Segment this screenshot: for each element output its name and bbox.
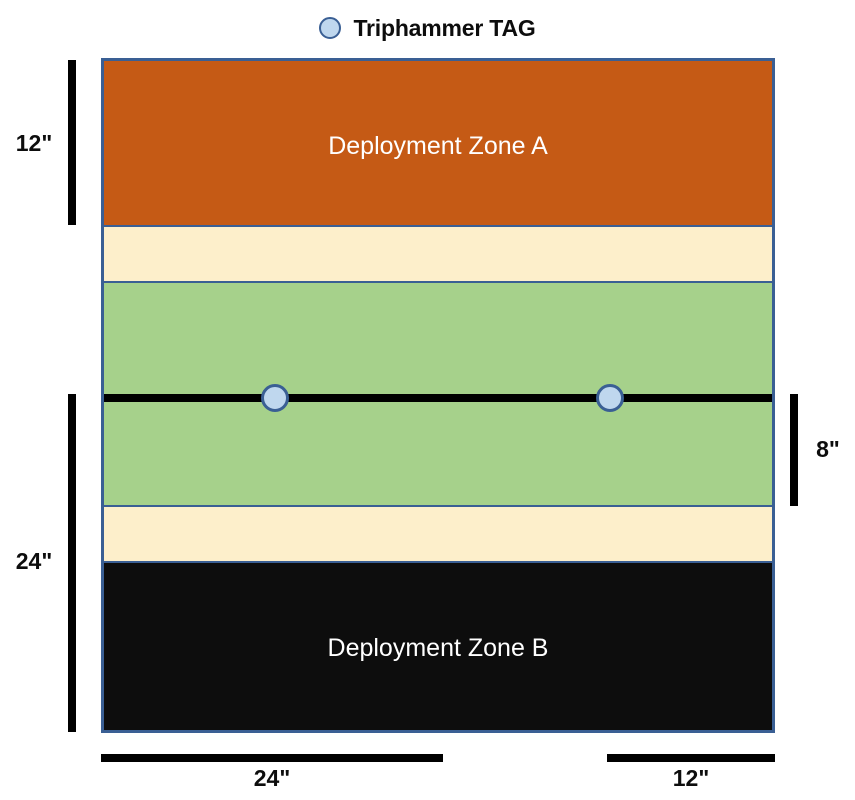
band-zone-b: [104, 563, 772, 730]
dim-left-12-label: 12": [15, 130, 53, 156]
dim-right-8-label: 8": [816, 436, 840, 462]
band-field-lower: [104, 402, 772, 507]
zone-b-label: Deployment Zone B: [327, 634, 549, 662]
band-buffer-top: [104, 227, 772, 283]
dim-bottom-12-bar: [607, 754, 775, 762]
zone-a-label: Deployment Zone A: [328, 132, 548, 160]
center-reference-line: [104, 394, 772, 402]
dim-left-24-bar: [68, 394, 76, 732]
dim-bottom-24-bar: [101, 754, 443, 762]
triphammer-tag-marker-left[interactable]: [261, 384, 289, 412]
dim-bottom-12-label: 12": [672, 765, 710, 791]
dim-right-8-bar: [790, 394, 798, 506]
layout-diagram: Deployment Zone A Deployment Zone B: [101, 58, 775, 733]
dim-left-24-label: 24": [15, 548, 53, 574]
band-field-upper: [104, 283, 772, 394]
dim-bottom-24-label: 24": [253, 765, 291, 791]
legend: Triphammer TAG: [0, 10, 855, 46]
circle-marker-icon: [319, 17, 342, 39]
band-buffer-bottom: [104, 507, 772, 563]
triphammer-tag-marker-right[interactable]: [596, 384, 624, 412]
legend-label: Triphammer TAG: [353, 14, 536, 41]
dim-left-12-bar: [68, 60, 76, 225]
band-zone-a: [104, 61, 772, 227]
